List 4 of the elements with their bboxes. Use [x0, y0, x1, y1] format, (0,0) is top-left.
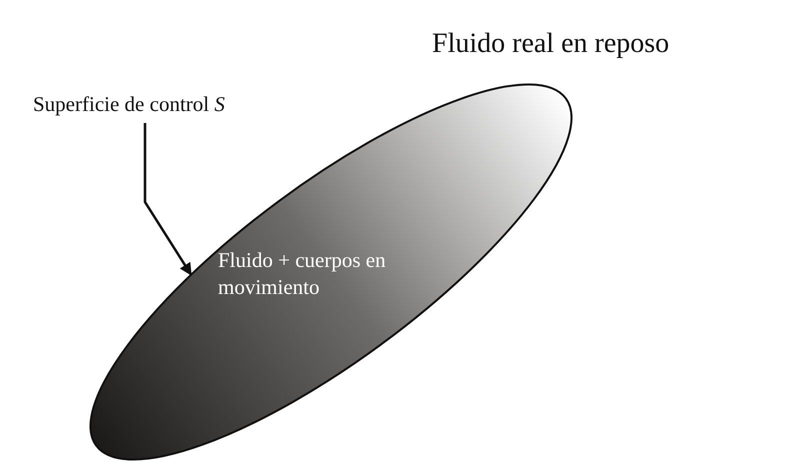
leader-line [144, 123, 192, 276]
region-label: Fluido + cuerpos en movimiento [218, 247, 387, 301]
heading-text: Fluido real en reposo [432, 28, 670, 60]
callout-text: Superficie de control S [33, 92, 225, 117]
